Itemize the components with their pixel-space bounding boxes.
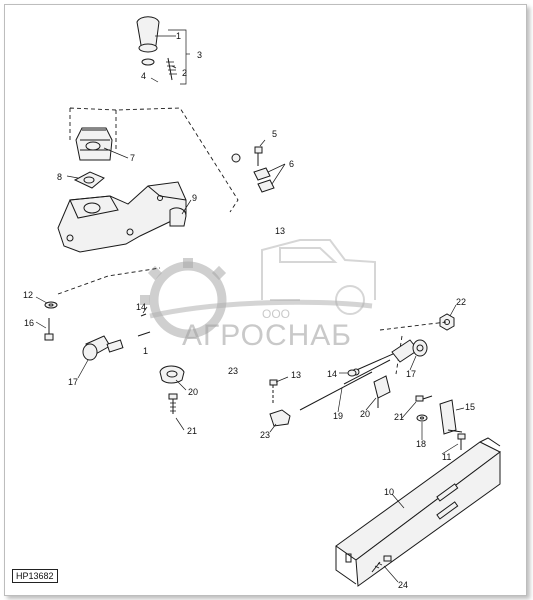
callout-14-b: 14 [327,369,337,379]
callout-23-a: 23 [228,366,238,376]
callout-20-b: 20 [360,409,370,419]
callout-labels: 1 2 3 4 5 6 7 8 9 13 12 16 14 1 17 20 21… [23,31,475,590]
spring-pin [166,57,177,81]
callout-21-b: 21 [394,412,404,422]
callout-8: 8 [57,172,62,182]
callout-10: 10 [384,487,394,497]
mount-dashed-outline [57,267,161,295]
shift-knob [136,16,160,66]
ball-joint-17-left [82,335,124,361]
callout-16: 16 [24,318,34,328]
shift-boot [75,127,113,161]
callout-13-b: 13 [291,370,301,380]
bolt-13 [269,379,278,404]
callout-23-b: 23 [260,430,270,440]
callout-4: 4 [141,71,146,81]
bolt-5 [254,146,263,166]
callout-6: 6 [289,159,294,169]
callout-9: 9 [192,193,197,203]
callout-5: 5 [272,129,277,139]
watermark-gear-icon [140,258,227,339]
callout-1: 1 [176,31,181,41]
bolt-21-right [415,395,433,402]
callout-19: 19 [333,411,343,421]
washer-12 [44,301,58,309]
callout-14-a: 14 [136,302,146,312]
boot-dashed-outline [69,107,239,213]
figure-reference-code: HP13682 [12,569,58,583]
callout-7: 7 [130,153,135,163]
callout-17-b: 17 [406,369,416,379]
callout-15: 15 [465,402,475,412]
callout-22: 22 [456,297,466,307]
watermark-swoosh [149,299,373,319]
watermark-line2: АГРОСНАБ [182,319,352,352]
base-plate-9 [57,181,187,253]
bracket-15 [439,399,463,435]
callout-21-a: 21 [187,426,197,436]
callout-3: 3 [197,50,202,60]
washer-18 [416,414,428,422]
shift-lever [149,69,241,191]
clip-14 [347,369,357,377]
clamp-20-right [373,375,391,408]
gasket-8 [73,171,105,189]
bolt-21-left [168,393,178,414]
callout-11: 11 [442,452,451,462]
callout-17-a: 17 [68,377,78,387]
callout-1-b: 1 [143,346,148,356]
clip-6 [253,167,275,193]
bolt-24 [371,555,392,573]
callout-13-a: 13 [275,226,285,236]
callout-12: 12 [23,290,33,300]
bracket-3 [168,29,187,85]
clamp-20-left [159,365,185,384]
ball-joint-17-right [391,339,428,363]
clamp-23 [269,409,291,427]
watermark: ООО АГРОСНАБ [140,239,376,352]
leader-lines [35,35,465,583]
pin-14-left [140,313,147,317]
screw-16 [44,318,54,341]
callout-18: 18 [416,439,426,449]
callout-24: 24 [398,580,408,590]
cotter-pin-1-lower [137,331,151,337]
nut-22 [439,313,455,331]
support-channel-10 [335,437,501,587]
callout-2: 2 [182,68,187,78]
bolt-11 [457,433,466,450]
watermark-line1: ООО [262,307,290,321]
callout-20-a: 20 [188,387,198,397]
